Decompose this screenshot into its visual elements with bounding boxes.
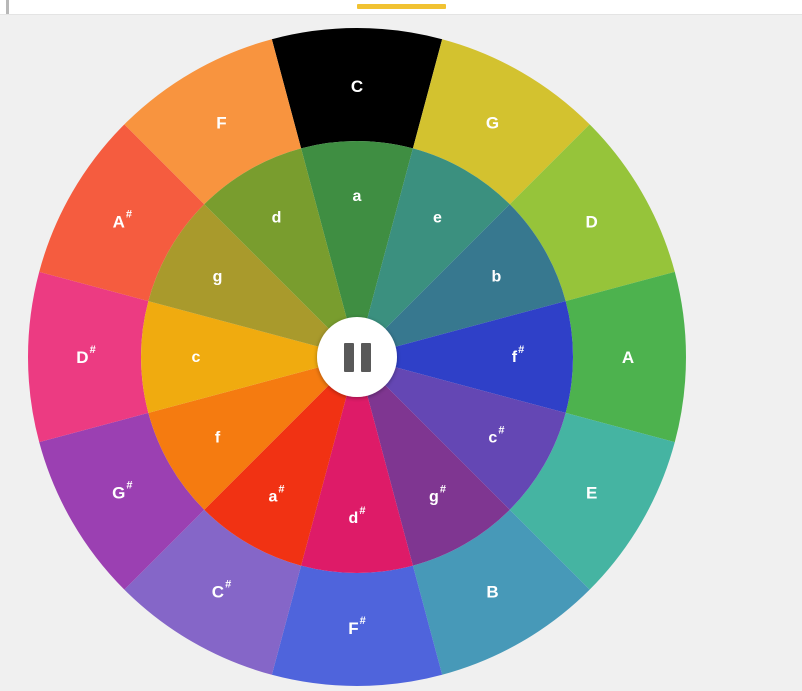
minor-key-segment-fill: [148, 204, 350, 355]
active-tab-indicator: [357, 4, 446, 9]
major-key-segment-fill: [412, 509, 590, 675]
major-key-segment-fill: [124, 39, 302, 205]
minor-key-segment-fill: [366, 301, 573, 413]
major-key-segment-fill: [39, 124, 205, 302]
minor-key-segment-fill: [204, 148, 355, 350]
minor-key-segment-fill: [359, 364, 510, 566]
minor-key-segment-fill: [364, 204, 566, 355]
major-key-segment-d-sharp[interactable]: D#: [27, 271, 149, 443]
minor-key-segment-fill: [141, 301, 348, 413]
major-key-segment-fill: [124, 509, 302, 675]
minor-key-segment-fill: [148, 359, 350, 510]
pause-icon-bar-left: [344, 343, 354, 372]
major-key-segment-fill: [509, 412, 675, 590]
major-key-segment-a[interactable]: A: [565, 271, 686, 443]
major-key-segment-fill: [271, 565, 443, 686]
major-key-segment-f-sharp[interactable]: F#: [271, 565, 443, 686]
minor-key-segment-fill: [301, 366, 413, 573]
minor-key-segment-fill: [301, 141, 413, 348]
major-key-segment-fill: [271, 28, 443, 149]
minor-key-segment-fill: [364, 359, 566, 510]
pause-icon-bar-right: [361, 343, 371, 372]
play-pause-button[interactable]: [317, 317, 397, 397]
play-pause-button-bg: [317, 317, 397, 397]
major-key-segment-fill: [27, 271, 149, 443]
major-key-segment-c[interactable]: C: [271, 28, 443, 149]
minor-key-segment-fill: [204, 364, 355, 566]
major-key-segment-fill: [412, 39, 590, 205]
major-key-segment-fill: [509, 124, 675, 302]
pause-icon: [344, 343, 371, 372]
top-bar: [0, 0, 802, 15]
minor-key-segment-fill: [359, 148, 510, 350]
major-key-segment-fill: [39, 412, 205, 590]
top-bar-edge: [6, 0, 9, 14]
major-key-segment-fill: [565, 271, 686, 443]
